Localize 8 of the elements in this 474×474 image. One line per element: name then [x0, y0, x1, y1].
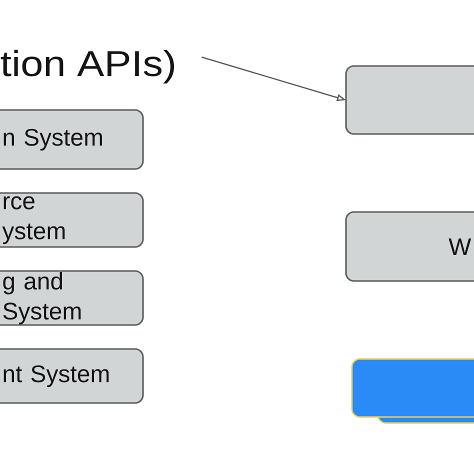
rounded-box: nt System: [0, 348, 144, 404]
heading-text: tion APIs): [0, 50, 174, 84]
rounded-box: g and System: [0, 270, 144, 326]
rounded-box: rce ystem: [0, 192, 144, 248]
stacked-box: [351, 358, 474, 424]
rounded-box: n System: [0, 109, 144, 170]
rounded-box: [345, 65, 474, 135]
rounded-box: W: [345, 211, 474, 282]
